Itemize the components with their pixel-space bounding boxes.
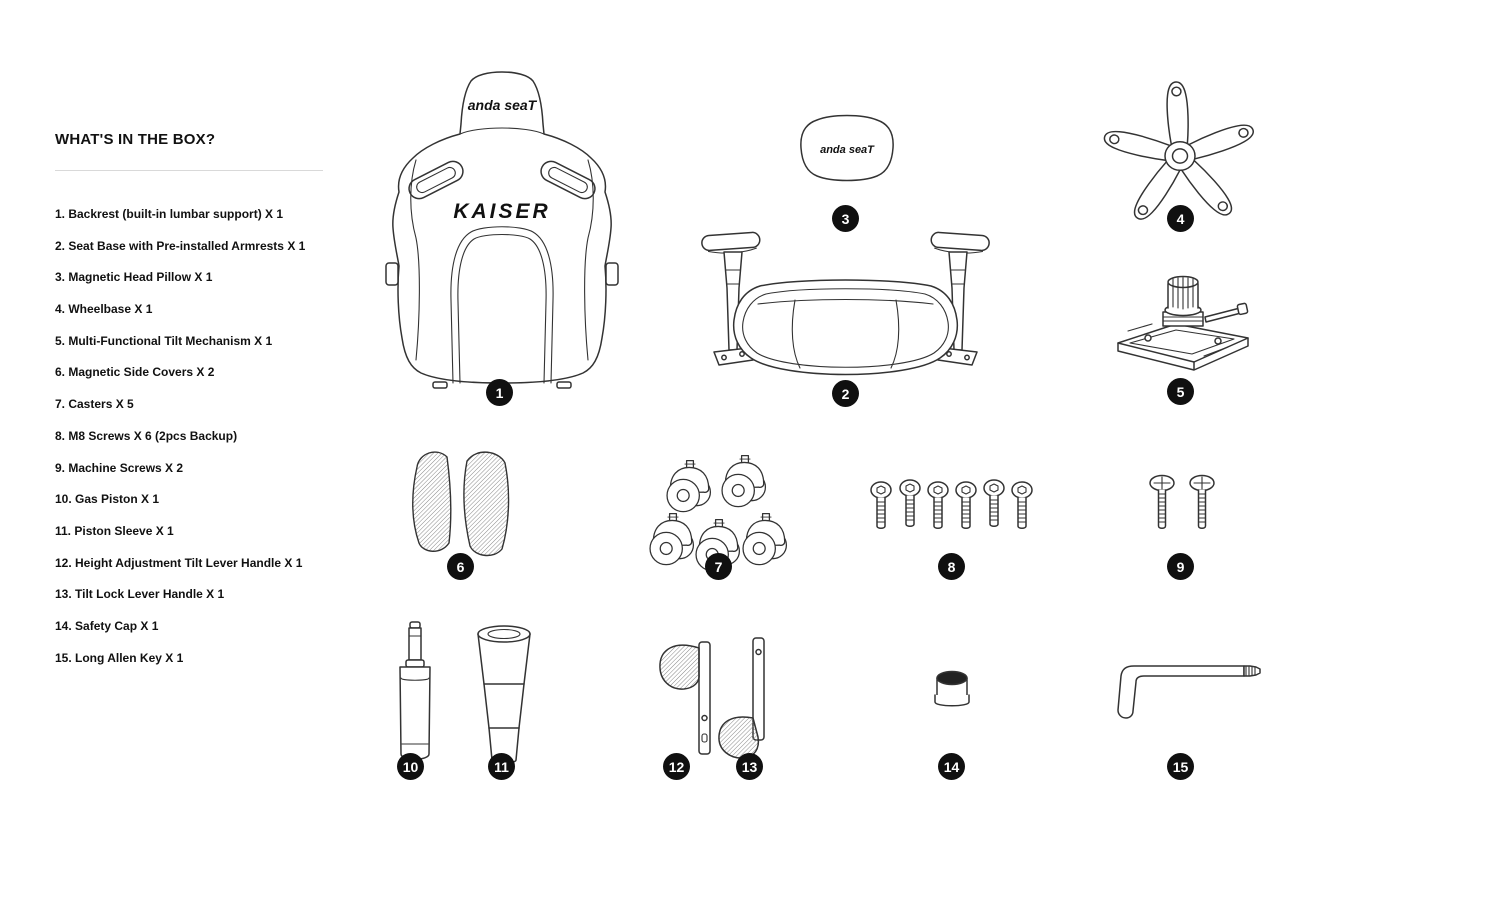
part-side-covers: 6 [405, 443, 520, 580]
parts-list-item-14: 14. Safety Cap X 1 [55, 618, 159, 633]
divider [55, 170, 323, 171]
badge-8: 8 [938, 553, 965, 580]
casters-illustration [649, 455, 788, 572]
tilt-mechanism-illustration [1117, 275, 1249, 371]
pillow-brand-logo: anda seaT [820, 144, 875, 156]
backrest-brand-logo: anda seaT [468, 97, 538, 113]
backrest-model-text: KAISER [453, 200, 550, 223]
parts-list-item-10: 10. Gas Piston X 1 [55, 492, 160, 507]
badge-9: 9 [1167, 553, 1194, 580]
seat-base-illustration [700, 231, 991, 376]
badge-5: 5 [1167, 378, 1194, 405]
badge-10: 10 [397, 753, 424, 780]
badge-11: 11 [488, 753, 515, 780]
part-height-adjustment-lever: 12 [656, 636, 718, 780]
badge-6: 6 [447, 553, 474, 580]
parts-list-item-8: 8. M8 Screws X 6 (2pcs Backup) [55, 428, 238, 443]
head-pillow-illustration: anda seaT [800, 114, 894, 182]
badge-13: 13 [736, 753, 763, 780]
badge-2: 2 [832, 380, 859, 407]
parts-list-item-15: 15. Long Allen Key X 1 [55, 650, 184, 665]
page-title: WHAT'S IN THE BOX? [55, 131, 216, 148]
parts-list-item-12: 12. Height Adjustment Tilt Lever Handle … [55, 555, 303, 570]
part-backrest: anda seaT KAISER 1 [383, 68, 621, 406]
badge-3: 3 [832, 205, 859, 232]
parts-list-item-4: 4. Wheelbase X 1 [55, 302, 153, 317]
backrest-illustration: anda seaT KAISER [385, 71, 619, 389]
badge-1: 1 [486, 379, 513, 406]
part-machine-screws: 9 [1145, 474, 1222, 580]
parts-list-item-7: 7. Casters X 5 [55, 397, 134, 412]
badge-14: 14 [938, 753, 965, 780]
part-piston-sleeve: 11 [476, 622, 532, 780]
badge-7: 7 [705, 553, 732, 580]
parts-list-item-5: 5. Multi-Functional Tilt Mechanism X 1 [55, 333, 273, 348]
part-seat-base: 2 [698, 228, 993, 407]
tilt-lock-lever-illustration [718, 637, 765, 759]
parts-list-panel: WHAT'S IN THE BOX? 1. Backrest (built-in… [55, 131, 325, 682]
parts-list-item-13: 13. Tilt Lock Lever Handle X 1 [55, 587, 225, 602]
part-allen-key: 15 [1098, 652, 1265, 780]
part-gas-piston: 10 [393, 621, 437, 780]
part-m8-screws: 8 [868, 478, 1040, 580]
part-tilt-mechanism: 5 [1108, 268, 1258, 405]
part-casters: 7 [649, 450, 790, 580]
badge-4: 4 [1167, 205, 1194, 232]
part-head-pillow: anda seaT 3 [797, 112, 897, 232]
part-wheelbase: 4 [1098, 72, 1262, 232]
height-adjustment-lever-illustration [659, 641, 711, 755]
piston-sleeve-illustration [477, 625, 531, 764]
part-tilt-lock-lever: 13 [716, 636, 768, 780]
side-covers-illustration [412, 451, 510, 557]
wheelbase-illustration [1101, 80, 1258, 225]
allen-key-illustration [1117, 665, 1261, 719]
parts-list-item-9: 9. Machine Screws X 2 [55, 460, 184, 475]
parts-list-item-1: 1. Backrest (built-in lumbar support) X … [55, 207, 284, 221]
parts-list: 1. Backrest (built-in lumbar support) X … [55, 207, 325, 665]
parts-list-item-6: 6. Magnetic Side Covers X 2 [55, 365, 215, 380]
safety-cap-illustration [934, 670, 970, 707]
badge-15: 15 [1167, 753, 1194, 780]
parts-list-item-3: 3. Magnetic Head Pillow X 1 [55, 270, 213, 285]
parts-list-item-11: 11. Piston Sleeve X 1 [55, 523, 174, 538]
badge-12: 12 [663, 753, 690, 780]
gas-piston-illustration [399, 621, 431, 760]
part-safety-cap: 14 [928, 668, 976, 780]
m8-screws-illustration [870, 479, 1033, 529]
parts-list-item-2: 2. Seat Base with Pre-installed Armrests… [55, 238, 306, 253]
machine-screws-illustration [1149, 474, 1215, 529]
